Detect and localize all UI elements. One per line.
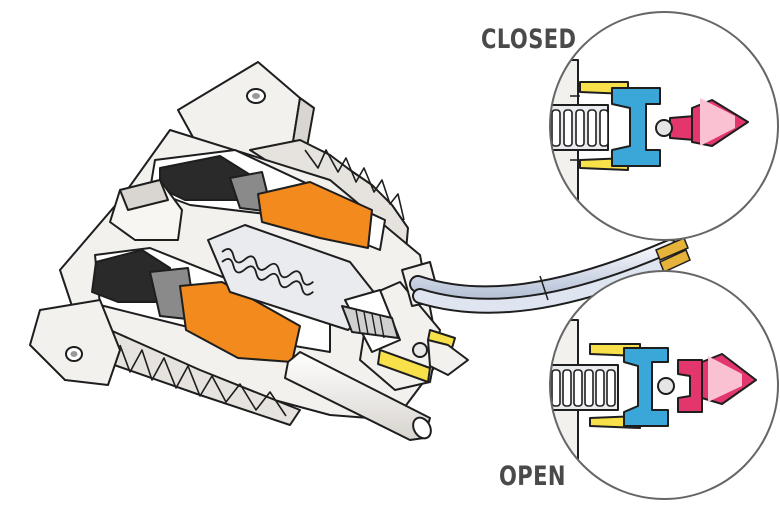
upper-coil: [257, 181, 373, 249]
valve-ball: [412, 342, 428, 358]
closed-blue-body: [611, 87, 661, 167]
wire-tip-2: [659, 248, 691, 274]
wire-tip-1: [655, 237, 689, 261]
plunger: [341, 305, 399, 339]
closed-ball: [655, 119, 673, 137]
closed-label: CLOSED: [481, 24, 577, 55]
bottom-flange: [29, 299, 121, 386]
closed-spring: [551, 109, 609, 147]
open-spring: [551, 369, 616, 407]
seat-yellow-bottom: [377, 349, 431, 383]
closed-detail: [549, 11, 779, 241]
thread-ridges: [304, 149, 405, 221]
nozzle-tip: [427, 339, 469, 376]
open-label: OPEN: [499, 461, 566, 492]
solenoid-cutaway: [29, 61, 469, 441]
open-ball: [657, 377, 675, 395]
open-detail: [549, 270, 779, 500]
return-spring: [221, 248, 314, 296]
open-blue-body: [623, 347, 669, 427]
